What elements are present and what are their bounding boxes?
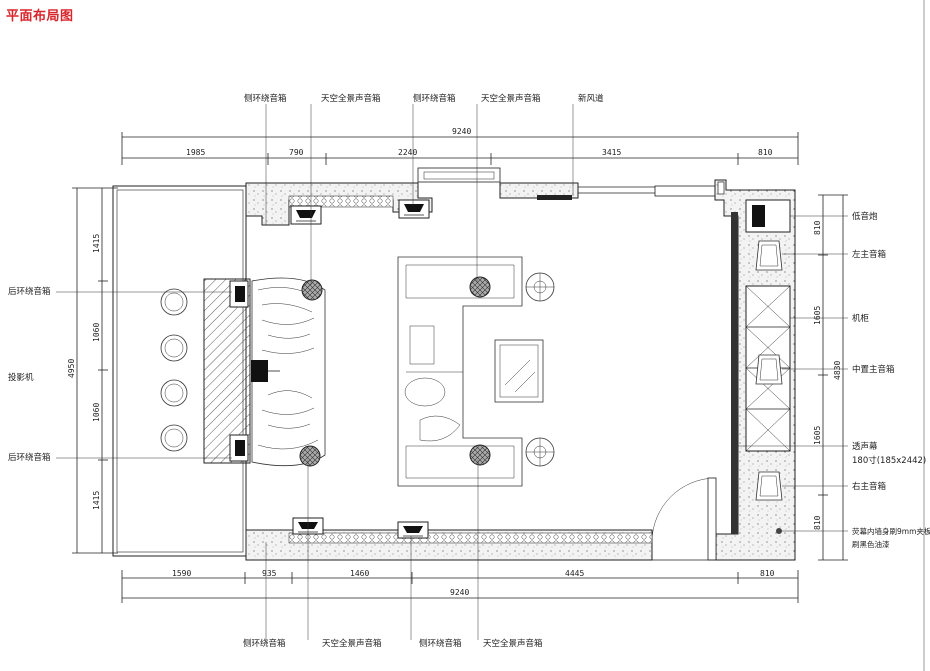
dim-bottom-seg1: 1590 xyxy=(172,569,191,578)
label-screen-size: 180寸(185x2442) xyxy=(852,455,926,466)
bottom-labels: 侧环绕音箱 天空全景声音箱 侧环绕音箱 天空全景声音箱 xyxy=(243,638,543,649)
label-top-duct: 新风道 xyxy=(578,93,604,104)
label-rear-surround-bottom: 后环绕音箱 xyxy=(8,452,51,463)
back-row-seating xyxy=(251,277,326,467)
side-tables xyxy=(525,272,555,467)
screen-wall xyxy=(731,212,738,534)
dim-top-total: 9240 xyxy=(452,127,471,136)
front-left-speaker xyxy=(755,240,783,271)
dim-left-total: 4950 xyxy=(67,359,76,378)
left-dimensions: 4950 1415 1060 1060 1415 xyxy=(67,187,118,554)
main-sofa xyxy=(397,256,523,487)
dim-left-seg4: 1415 xyxy=(92,491,101,510)
dim-right-seg3: 1605 xyxy=(813,426,822,445)
label-bottom-ceiling-2: 天空全景声音箱 xyxy=(483,638,543,649)
dim-top-seg4: 3415 xyxy=(602,148,621,157)
left-labels: 后环绕音箱 投影机 后环绕音箱 xyxy=(8,286,51,463)
page-title: 平面布局图 xyxy=(6,9,74,24)
bottom-dimensions: 1590 935 1460 4445 810 9240 xyxy=(121,569,799,603)
dim-left-seg1: 1415 xyxy=(92,234,101,253)
label-bottom-right-surround-1: 侧环绕音箱 xyxy=(243,638,286,649)
subwoofer-box xyxy=(745,199,791,233)
top-labels: 侧环绕音箱 天空全景声音箱 侧环绕音箱 天空全景声音箱 新风道 xyxy=(244,93,604,104)
label-bottom-ceiling-1: 天空全景声音箱 xyxy=(322,638,382,649)
coffee-table xyxy=(494,339,544,403)
label-rear-surround-top: 后环绕音箱 xyxy=(8,286,51,297)
dim-right-total: 4830 xyxy=(833,361,842,380)
center-speaker xyxy=(755,354,783,385)
panel-marker xyxy=(776,528,782,534)
label-center: 中置主音箱 xyxy=(852,364,895,375)
bottom-ceiling-speaker xyxy=(397,521,429,539)
label-front-right: 右主音箱 xyxy=(852,481,887,492)
label-subwoofer: 低音炮 xyxy=(852,211,878,222)
dim-top-seg1: 1985 xyxy=(186,148,205,157)
dim-right-seg1: 810 xyxy=(813,220,822,235)
label-projector: 投影机 xyxy=(8,372,34,383)
label-top-ceiling-2: 天空全景声音箱 xyxy=(481,93,541,104)
right-dimensions: 810 1605 1605 810 4830 xyxy=(813,194,848,561)
label-top-ceiling-1: 天空全景声音箱 xyxy=(321,93,381,104)
bar-stools xyxy=(160,288,188,452)
top-dimensions: 9240 1985 790 2240 3415 810 xyxy=(121,127,799,165)
label-bottom-right-surround-2: 侧环绕音箱 xyxy=(419,638,462,649)
front-right-speaker xyxy=(755,471,783,501)
label-cabinet: 机柜 xyxy=(852,313,870,324)
projector xyxy=(251,360,280,382)
dim-top-seg5: 810 xyxy=(758,148,773,157)
dim-right-seg4: 810 xyxy=(813,515,822,530)
dim-bottom-seg5: 810 xyxy=(760,569,775,578)
leader-lines xyxy=(56,104,848,640)
dim-left-seg2: 1060 xyxy=(92,323,101,342)
top-surround-speaker-left xyxy=(290,205,322,225)
label-top-left-surround-2: 侧环绕音箱 xyxy=(413,93,456,104)
top-ceiling-speaker xyxy=(398,199,430,219)
walls xyxy=(112,167,796,561)
label-panel-line2: 刷黑色油漆 xyxy=(852,539,890,549)
dim-top-seg2: 790 xyxy=(289,148,304,157)
dim-right-seg2: 1605 xyxy=(813,306,822,325)
label-panel-line1: 荧幕内墙身刷9mm夹板, xyxy=(852,526,930,536)
dim-bottom-seg3: 1460 xyxy=(350,569,369,578)
dim-bottom-seg4: 4445 xyxy=(565,569,584,578)
dim-left-seg3: 1060 xyxy=(92,403,101,422)
label-top-left-surround-1: 侧环绕音箱 xyxy=(244,93,287,104)
dim-bottom-seg2: 935 xyxy=(262,569,277,578)
dim-bottom-total: 9240 xyxy=(450,588,469,597)
label-screen-name: 透声幕 xyxy=(852,441,878,452)
dim-top-seg3: 2240 xyxy=(398,148,417,157)
label-front-left: 左主音箱 xyxy=(852,249,887,260)
bar-counter xyxy=(203,278,251,464)
right-labels: 低音炮 左主音箱 机柜 中置主音箱 透声幕 180寸(185x2442) 右主音… xyxy=(852,211,930,549)
